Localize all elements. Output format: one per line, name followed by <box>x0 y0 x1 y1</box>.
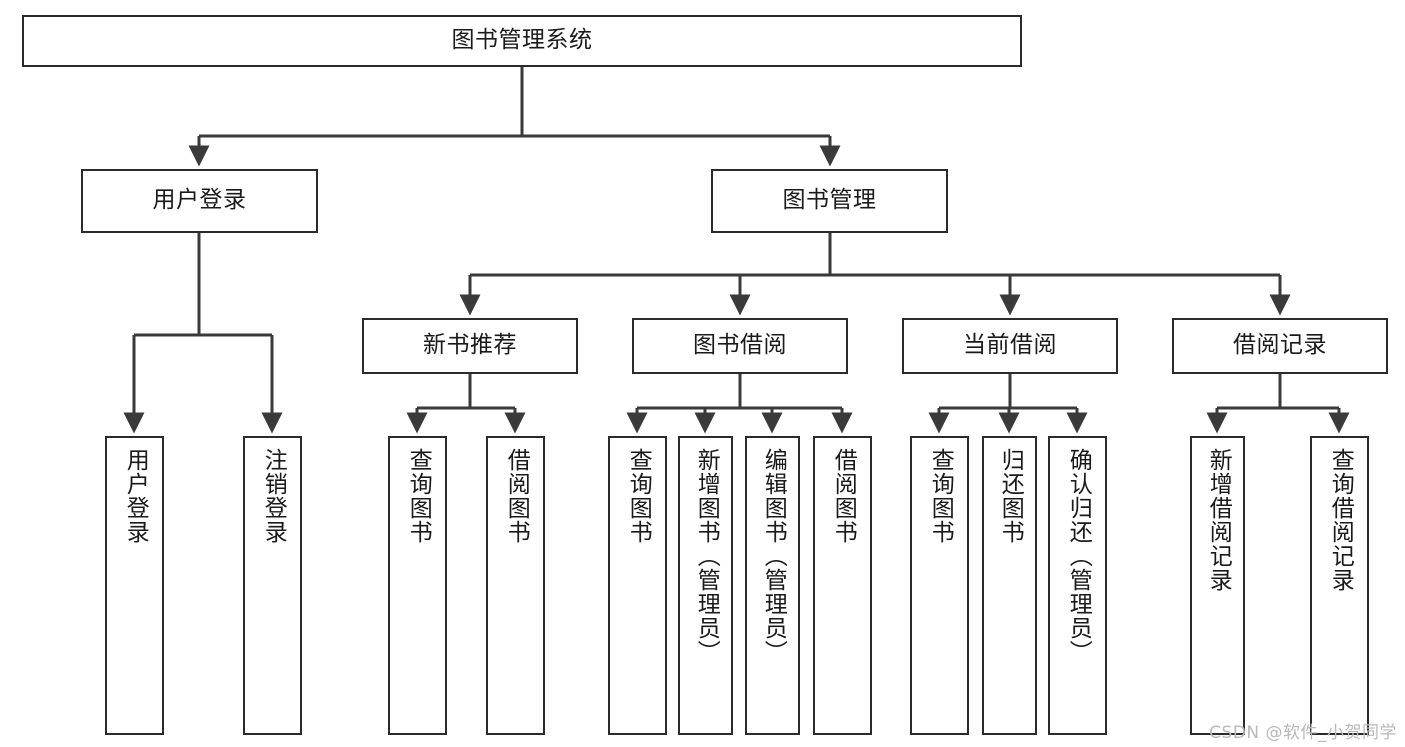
node-current-borrow-label: 当前借阅 <box>963 332 1057 359</box>
leaf-query-book-3[interactable]: 查询图书 <box>910 436 969 735</box>
leaf-return-book-label: 归还图书 <box>997 448 1024 544</box>
leaf-return-book[interactable]: 归还图书 <box>982 436 1037 735</box>
node-borrow-record-label: 借阅记录 <box>1233 332 1327 359</box>
leaf-add-book[interactable]: 新增图书（管理员） <box>678 436 733 735</box>
leaf-borrow-book-1-label: 借阅图书 <box>503 448 530 544</box>
leaf-confirm-return[interactable]: 确认归还（管理员） <box>1048 436 1107 735</box>
node-borrow-record[interactable]: 借阅记录 <box>1172 318 1388 374</box>
leaf-user-login[interactable]: 用户登录 <box>105 436 164 735</box>
leaf-query-record[interactable]: 查询借阅记录 <box>1310 436 1369 735</box>
leaf-query-book-1-label: 查询图书 <box>405 448 432 544</box>
leaf-user-logout-label: 注销登录 <box>260 448 287 544</box>
leaf-query-record-label: 查询借阅记录 <box>1327 448 1354 592</box>
node-new-book-rec-label: 新书推荐 <box>423 332 517 359</box>
leaf-add-record[interactable]: 新增借阅记录 <box>1190 436 1245 735</box>
leaf-user-login-label: 用户登录 <box>122 448 149 544</box>
node-root[interactable]: 图书管理系统 <box>22 15 1022 67</box>
leaf-query-book-3-label: 查询图书 <box>927 448 954 544</box>
leaf-add-book-label: 新增图书（管理员） <box>693 448 720 664</box>
node-current-borrow[interactable]: 当前借阅 <box>902 318 1118 374</box>
leaf-borrow-book-2[interactable]: 借阅图书 <box>813 436 872 735</box>
leaf-borrow-book-2-label: 借阅图书 <box>830 448 857 544</box>
leaf-query-book-2[interactable]: 查询图书 <box>608 436 667 735</box>
node-user-login[interactable]: 用户登录 <box>81 169 318 233</box>
node-book-borrow[interactable]: 图书借阅 <box>632 318 848 374</box>
node-book-borrow-label: 图书借阅 <box>693 332 787 359</box>
leaf-borrow-book-1[interactable]: 借阅图书 <box>486 436 545 735</box>
watermark: CSDN @软件_小贺同学 <box>1209 723 1397 743</box>
leaf-query-book-1[interactable]: 查询图书 <box>388 436 447 735</box>
node-book-mgmt-label: 图书管理 <box>782 187 877 214</box>
leaf-add-record-label: 新增借阅记录 <box>1205 448 1232 592</box>
leaf-query-book-2-label: 查询图书 <box>625 448 652 544</box>
node-root-label: 图书管理系统 <box>451 27 593 54</box>
node-book-mgmt[interactable]: 图书管理 <box>711 169 948 233</box>
leaf-edit-book[interactable]: 编辑图书（管理员） <box>745 436 800 735</box>
leaf-user-logout[interactable]: 注销登录 <box>243 436 302 735</box>
leaf-confirm-return-label: 确认归还（管理员） <box>1065 448 1092 664</box>
node-user-login-label: 用户登录 <box>152 187 247 214</box>
node-new-book-rec[interactable]: 新书推荐 <box>362 318 578 374</box>
leaf-edit-book-label: 编辑图书（管理员） <box>760 448 787 664</box>
